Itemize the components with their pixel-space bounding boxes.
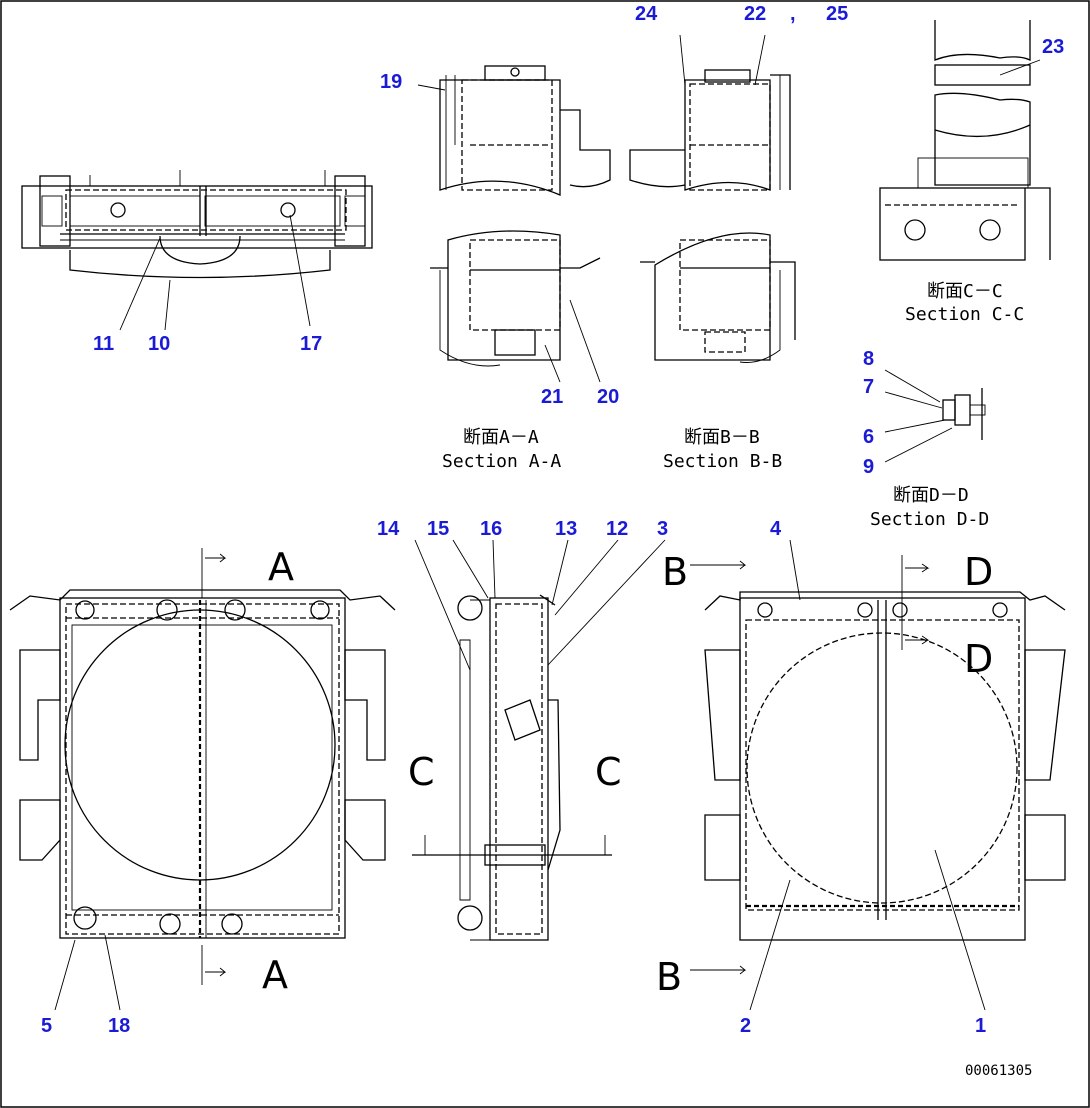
drawing-number: 00061305: [965, 1063, 1032, 1079]
marker-c-left: C: [408, 750, 435, 794]
section-dd-view: [884, 369, 986, 463]
callout-24: 24: [635, 3, 658, 25]
section-aa-label-jp: 断面A－A: [463, 427, 539, 448]
rear-view: [690, 539, 1066, 1011]
callout-9: 9: [863, 456, 874, 478]
section-cc-view: [879, 20, 1051, 261]
section-bb-label-en: Section B-B: [663, 451, 782, 472]
callout-15: 15: [427, 518, 449, 540]
marker-d-lower: D: [964, 637, 993, 681]
section-aa-label-en: Section A-A: [442, 451, 561, 472]
callout-6: 6: [863, 426, 874, 448]
section-aa-top-view: [417, 65, 611, 196]
section-aa-bottom-view: [430, 230, 601, 383]
callout-17: 17: [300, 333, 322, 355]
callout-8: 8: [863, 348, 874, 370]
callout-23: 23: [1042, 36, 1064, 58]
marker-a-top: A: [268, 545, 294, 589]
callout-3: 3: [657, 518, 668, 540]
callout-4: 4: [770, 518, 782, 540]
callout-1: 1: [975, 1015, 986, 1037]
section-bb-top-view: [629, 34, 791, 191]
callout-7: 7: [863, 376, 874, 398]
callout-20: 20: [597, 386, 619, 408]
marker-b-bottom: B: [656, 955, 682, 999]
callout-12: 12: [606, 518, 628, 540]
top-plan-view: [21, 170, 373, 331]
section-cc-label-en: Section C-C: [905, 304, 1024, 325]
marker-a-bottom: A: [262, 953, 288, 997]
callout-21: 21: [541, 386, 563, 408]
callout-11: 11: [93, 333, 114, 355]
callout-19: 19: [380, 71, 402, 93]
marker-c-right: C: [595, 750, 622, 794]
marker-d-top: D: [964, 550, 993, 594]
callout-13: 13: [555, 518, 577, 540]
callout-comma: ,: [790, 3, 796, 25]
side-view: [412, 539, 666, 941]
callout-10: 10: [148, 333, 170, 355]
callout-25: 25: [826, 3, 848, 25]
callout-5: 5: [41, 1015, 52, 1037]
callout-18: 18: [108, 1015, 130, 1037]
section-dd-label-jp: 断面D－D: [893, 485, 969, 506]
marker-b-top: B: [662, 550, 688, 594]
callout-2: 2: [740, 1015, 751, 1037]
callout-22: 22: [744, 3, 766, 25]
section-dd-label-en: Section D-D: [870, 509, 989, 530]
callout-16: 16: [480, 518, 502, 540]
callout-14: 14: [377, 518, 400, 540]
section-bb-label-jp: 断面B－B: [684, 427, 760, 448]
section-bb-bottom-view: [640, 232, 796, 363]
front-view: [9, 548, 396, 1011]
section-cc-label-jp: 断面C－C: [927, 281, 1003, 302]
